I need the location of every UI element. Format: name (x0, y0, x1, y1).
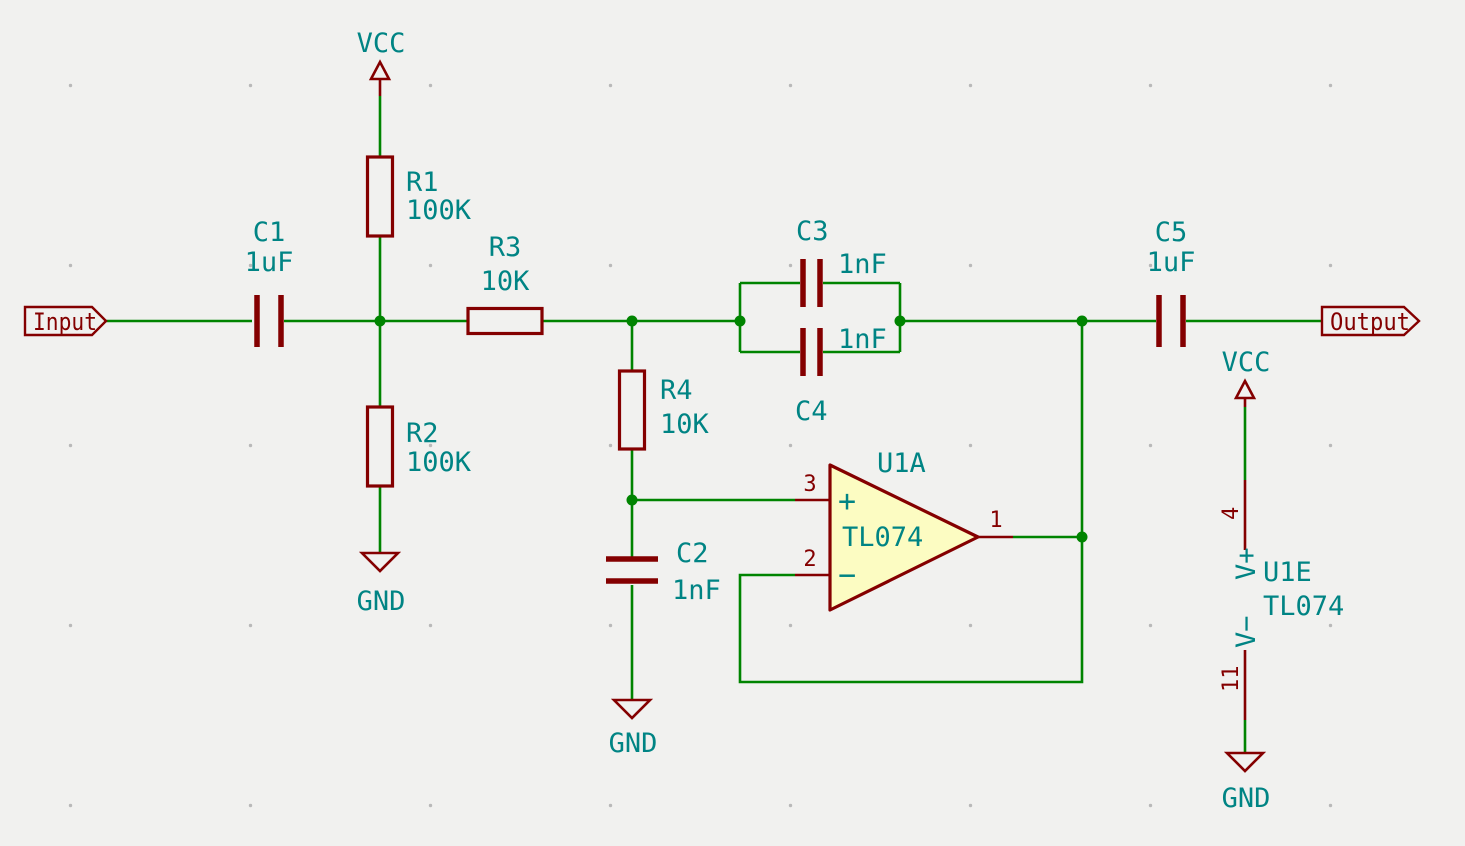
gnd-label[interactable]: GND (1222, 783, 1271, 814)
gnd-label[interactable]: GND (357, 586, 406, 617)
pin-4-name: V+ (1231, 547, 1262, 580)
resistor-r1[interactable]: R1 100K (365, 155, 472, 238)
gnd-triangle-icon (358, 551, 402, 573)
input-label-text[interactable]: Input (33, 308, 97, 336)
vcc-arrow-icon (1233, 378, 1257, 400)
gnd-triangle-icon (1223, 751, 1267, 773)
output-label-outline[interactable] (1320, 305, 1421, 337)
opamp-triangle[interactable] (828, 463, 980, 612)
r1-ref[interactable]: R1 (406, 167, 439, 198)
resistor-body[interactable] (617, 369, 647, 451)
r3-value[interactable]: 10K (481, 266, 531, 297)
wire-feedback-loop[interactable] (738, 537, 1084, 684)
c2-value[interactable]: 1nF (672, 575, 721, 606)
c3-value[interactable]: 1nF (838, 249, 887, 280)
inverting-input-sign: − (838, 558, 856, 593)
junctions (374, 315, 1088, 543)
capacitor-c3[interactable]: C3 1nF (796, 216, 887, 307)
c3-ref[interactable]: C3 (796, 216, 829, 247)
c1-ref[interactable]: C1 (253, 217, 286, 248)
junction-dot (1076, 315, 1088, 327)
c4-ref[interactable]: C4 (795, 396, 828, 427)
junction-dot (1076, 531, 1088, 543)
gnd-triangle-icon (610, 698, 654, 720)
c5-value[interactable]: 1uF (1147, 247, 1196, 278)
u1a-value[interactable]: TL074 (842, 522, 923, 553)
resistor-body[interactable] (365, 155, 395, 238)
u1e-value[interactable]: TL074 (1263, 591, 1344, 622)
capacitor-c2[interactable]: C2 1nF (606, 538, 721, 606)
capacitor-c1[interactable]: C1 1uF (245, 217, 294, 347)
junction-dot (374, 315, 386, 327)
capacitor-c4[interactable]: 1nF C4 (795, 324, 887, 427)
r3-ref[interactable]: R3 (489, 232, 522, 263)
junction-dot (626, 494, 638, 506)
pin-11-name: V− (1231, 615, 1262, 648)
pin-1-number: 1 (989, 508, 1002, 533)
pin-3-number: 3 (803, 472, 816, 497)
gnd-symbol-r2[interactable]: GND (357, 551, 406, 617)
u1a-ref[interactable]: U1A (877, 448, 926, 479)
r2-ref[interactable]: R2 (406, 418, 439, 449)
r1-value[interactable]: 100K (406, 195, 472, 226)
junction-dot (734, 315, 746, 327)
pin-2-number: 2 (803, 547, 816, 572)
c2-ref[interactable]: C2 (676, 538, 709, 569)
capacitor-c5[interactable]: C5 1uF (1147, 217, 1196, 347)
c4-value[interactable]: 1nF (838, 324, 887, 355)
pin-11-number: 11 (1219, 666, 1244, 693)
wires (106, 96, 1322, 753)
noninverting-input-sign: + (838, 484, 856, 519)
vcc-label[interactable]: VCC (1222, 347, 1271, 378)
c1-value[interactable]: 1uF (245, 247, 294, 278)
resistor-r4[interactable]: R4 10K (617, 369, 710, 451)
input-label-outline[interactable] (23, 305, 108, 337)
resistor-r2[interactable]: R2 100K (365, 405, 472, 488)
global-label-input[interactable]: Input (23, 305, 108, 337)
r4-ref[interactable]: R4 (660, 375, 693, 406)
vcc-arrow-icon (368, 59, 392, 81)
vcc-label[interactable]: VCC (357, 28, 406, 59)
resistor-body[interactable] (365, 405, 395, 488)
power-unit-u1e[interactable]: VCC 4 V+ U1E TL074 V− 11 GND (1219, 347, 1344, 814)
resistor-body[interactable] (466, 306, 544, 336)
vcc-symbol-r1[interactable]: VCC (357, 28, 406, 96)
r4-value[interactable]: 10K (660, 409, 710, 440)
u1e-ref[interactable]: U1E (1263, 557, 1312, 588)
gnd-label[interactable]: GND (609, 728, 658, 759)
global-label-output[interactable]: Output (1320, 305, 1421, 337)
gnd-symbol-c2[interactable]: GND (609, 698, 658, 759)
junction-dot (894, 315, 906, 327)
c5-ref[interactable]: C5 (1155, 217, 1188, 248)
output-label-text[interactable]: Output (1330, 308, 1410, 336)
r2-value[interactable]: 100K (406, 447, 472, 478)
junction-dot (626, 315, 638, 327)
opamp-u1a[interactable]: + − 3 2 1 U1A TL074 (795, 448, 1013, 612)
resistor-r3[interactable]: R3 10K (466, 232, 544, 336)
pin-4-number: 4 (1219, 507, 1244, 520)
